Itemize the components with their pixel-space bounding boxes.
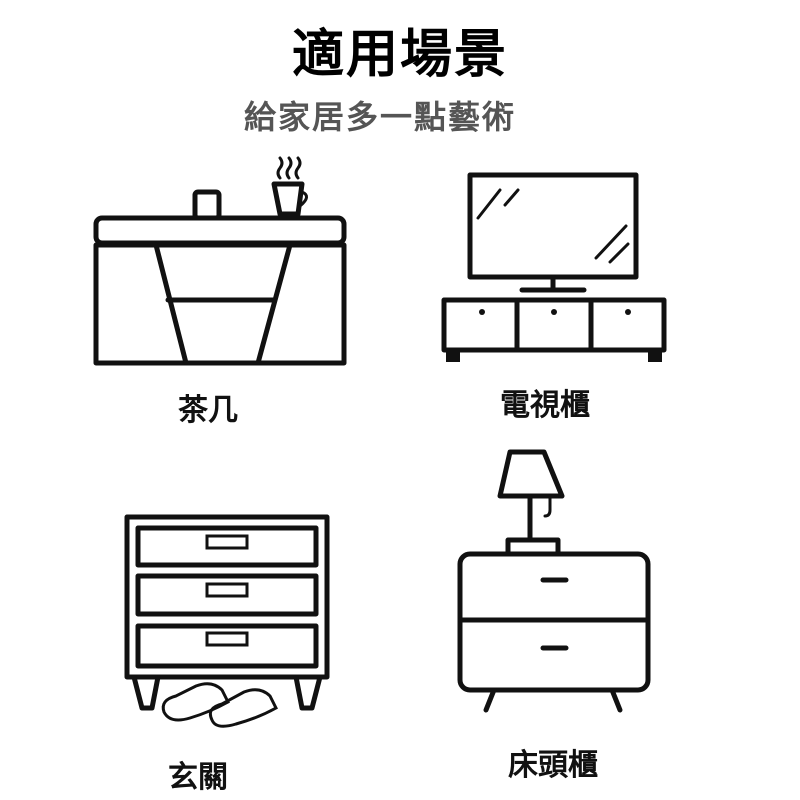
scene-label-coffee-table: 茶几 xyxy=(178,393,238,428)
coffee-table-icon xyxy=(93,156,347,366)
scene-label-tv-cabinet: 電視櫃 xyxy=(500,388,590,423)
entryway-cabinet-icon xyxy=(124,514,330,728)
scene-label-entryway: 玄關 xyxy=(168,760,228,795)
nightstand-icon xyxy=(457,449,651,713)
tv-cabinet-icon xyxy=(441,172,667,362)
scene-label-nightstand: 床頭櫃 xyxy=(508,748,598,783)
page-title: 適用場景 xyxy=(291,25,508,85)
page-subtitle: 給家居多一點藝術 xyxy=(243,98,516,136)
